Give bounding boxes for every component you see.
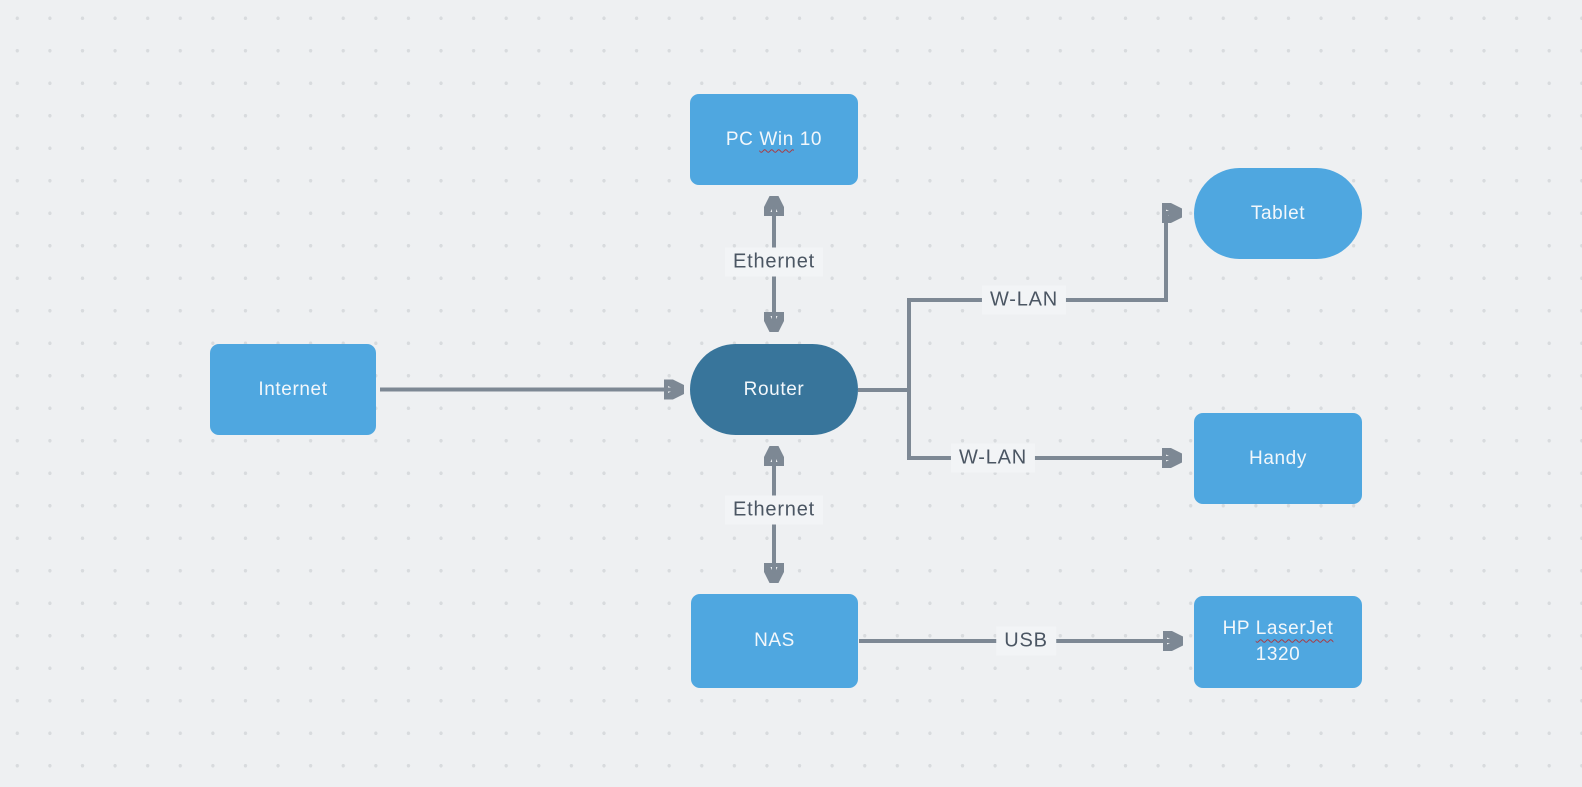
node-label: Tablet [1250,202,1306,224]
node-nas[interactable]: NAS [691,594,858,688]
spellcheck-underline: Win [759,128,794,150]
edge-label-wlan-tablet[interactable]: W-LAN [981,285,1067,315]
connector-line [907,298,1180,458]
node-label: Internet [258,378,328,400]
edge-label-wlan-handy[interactable]: W-LAN [950,443,1036,473]
edge-router-handy[interactable] [907,298,1180,458]
node-internet[interactable]: Internet [210,344,376,435]
node-router[interactable]: Router [690,344,858,435]
node-label: Router [743,378,805,400]
edge-label-ethernet-top[interactable]: Ethernet [724,247,824,277]
node-tablet[interactable]: Tablet [1194,168,1362,259]
node-label: NAS [754,630,795,652]
spellcheck-underline: LaserJet [1255,618,1334,640]
node-handy[interactable]: Handy [1194,413,1362,504]
node-label: PC Win 10 [725,128,823,150]
edge-label-ethernet-bottom[interactable]: Ethernet [724,495,824,525]
node-label: Handy [1249,447,1307,469]
edge-label-usb[interactable]: USB [996,626,1056,656]
node-pc-win-10[interactable]: PC Win 10 [690,94,858,185]
